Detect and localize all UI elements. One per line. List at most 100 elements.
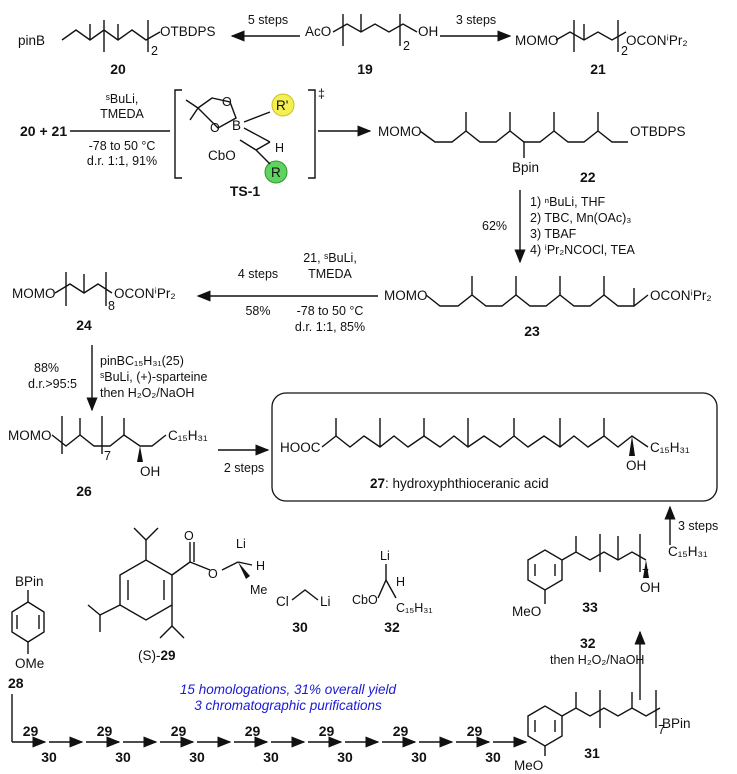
to26-r1: pinBC₁₅H₃₁(25) — [100, 354, 184, 368]
homolog-reagent-29: 29 — [23, 723, 39, 739]
c32-cbo: CbO — [352, 593, 378, 607]
compound-28: BPin OMe 28 — [8, 574, 45, 691]
c22-right: OTBDPS — [630, 124, 686, 139]
c29-number: 29 — [161, 648, 176, 663]
c32-h: H — [396, 575, 405, 589]
c22-bpin: Bpin — [512, 160, 539, 175]
ts-reagent-2: TMEDA — [100, 107, 144, 121]
homolog-reagent-30: 30 — [337, 749, 353, 765]
c20-left: pinB — [18, 33, 45, 48]
c28-number: 28 — [8, 675, 24, 691]
c23-number: 23 — [524, 323, 540, 339]
homolog-reagent-30: 30 — [411, 749, 427, 765]
c33-left: MeO — [512, 604, 541, 619]
c27-right: C₁₅H₃₁ — [650, 440, 690, 455]
ts-o2: O — [210, 121, 220, 135]
c28-top: BPin — [15, 574, 44, 589]
c29-ester-o: O — [208, 567, 218, 581]
c33-oh: OH — [640, 580, 660, 595]
to26-r2: ˢBuLi, (+)-sparteine — [100, 370, 207, 384]
c20-number: 20 — [110, 61, 126, 77]
c27-left: HOOC — [280, 440, 321, 455]
c26-left: MOMO — [8, 428, 52, 443]
to24-r1: 21, ˢBuLi, — [303, 251, 357, 265]
to33-ox: then H₂O₂/NaOH — [550, 653, 644, 667]
to23-step1: 1) ⁿBuLi, THF — [530, 195, 606, 209]
c22-left: MOMO — [378, 124, 422, 139]
ts-ddagger: ‡ — [318, 87, 325, 101]
ts-boron: B — [232, 118, 241, 133]
cond-3-steps: 3 steps — [456, 13, 496, 27]
homolog-caption-1: 15 homologations, 31% overall yield — [180, 682, 397, 697]
ts-o1: O — [222, 95, 232, 109]
compound-26: MOMO 7 OH C₁₅H₃₁ 26 — [8, 416, 208, 499]
c33-right: C₁₅H₃₁ — [668, 544, 708, 559]
c23-left: MOMO — [384, 288, 428, 303]
compound-22: MOMO Bpin OTBDPS 22 — [378, 112, 686, 185]
homolog-reagent-29: 29 — [467, 723, 483, 739]
c26-number: 26 — [76, 483, 92, 499]
homolog-reagent-29: 29 — [245, 723, 261, 739]
c32-chain: C₁₅H₃₁ — [396, 601, 433, 615]
c29-carbonyl-o: O — [184, 529, 194, 543]
cond-5-steps: 5 steps — [248, 13, 288, 27]
c29-me: Me — [250, 583, 267, 597]
homolog-reagent-30: 30 — [263, 749, 279, 765]
transition-state-ts1: ‡ O O B R' H CbO R TS-1 — [174, 87, 325, 199]
c19-number: 19 — [357, 61, 373, 77]
c21-left: MOMO — [515, 33, 559, 48]
c20-sub: 2 — [151, 44, 158, 58]
compound-33: MeO 7 OH C₁₅H₃₁ 33 — [512, 534, 708, 619]
eq-20-21: 20 + 21 — [20, 123, 67, 139]
c24-right: OCONⁱPr₂ — [114, 286, 176, 301]
c30-cl: Cl — [276, 594, 289, 609]
compound-19: AcO 2 OH 19 — [305, 14, 438, 77]
c27-oh: OH — [626, 458, 646, 473]
homolog-reagent-30: 30 — [115, 749, 131, 765]
c29-label: (S)-29 — [138, 648, 176, 663]
c26-sub: 7 — [104, 449, 111, 463]
to23-yield: 62% — [482, 219, 507, 233]
homolog-reagent-29: 29 — [171, 723, 187, 739]
compound-20: pinB 2 OTBDPS 20 — [18, 20, 216, 77]
to26-y2: d.r.>95:5 — [28, 377, 77, 391]
ts-temp: -78 to 50 °C — [89, 139, 156, 153]
ts1-label: TS-1 — [230, 183, 261, 199]
c23-right: OCONⁱPr₂ — [650, 288, 712, 303]
homolog-caption-2: 3 chromatographic purifications — [194, 698, 382, 713]
to27-2steps: 2 steps — [224, 461, 264, 475]
c29-li: Li — [236, 537, 246, 551]
c33-number: 33 — [582, 599, 598, 615]
ts-dr: d.r. 1:1, 91% — [87, 154, 157, 168]
c24-left: MOMO — [12, 286, 56, 301]
homolog-reagent-29: 29 — [393, 723, 409, 739]
c26-right: C₁₅H₃₁ — [168, 428, 208, 443]
c29-h: H — [256, 559, 265, 573]
ts-cbo: CbO — [208, 148, 236, 163]
compound-29: O O Li H Me (S)-29 — [87, 527, 267, 663]
to26-r3: then H₂O₂/NaOH — [100, 386, 194, 400]
compound-24: MOMO 8 OCONⁱPr₂ 24 — [12, 272, 176, 333]
c22-number: 22 — [580, 169, 596, 185]
c28-bottom: OMe — [15, 656, 44, 671]
ts-r-prime: R' — [276, 98, 288, 113]
c32-li: Li — [380, 549, 390, 563]
to24-b1: 4 steps — [238, 267, 278, 281]
to33-reagent: 32 — [580, 635, 596, 651]
homolog-reagent-30: 30 — [189, 749, 205, 765]
c21-sub: 2 — [621, 44, 628, 58]
ts-h: H — [275, 141, 284, 155]
c27-caption-name: : hydroxyphthioceranic acid — [385, 476, 549, 491]
compound-32: Li H CbO C₁₅H₃₁ 32 — [352, 549, 433, 635]
homolog-reagent-30: 30 — [485, 749, 501, 765]
c31-sub: 7 — [658, 723, 665, 737]
to27-3steps: 3 steps — [678, 519, 718, 533]
c29-prefix: (S)- — [138, 648, 161, 663]
c20-right: OTBDPS — [160, 24, 216, 39]
to24-r4: d.r. 1:1, 85% — [295, 320, 365, 334]
c26-oh: OH — [140, 464, 160, 479]
c24-number: 24 — [76, 317, 92, 333]
compound-31: MeO 7 BPin 31 — [514, 690, 691, 773]
c21-number: 21 — [590, 61, 606, 77]
